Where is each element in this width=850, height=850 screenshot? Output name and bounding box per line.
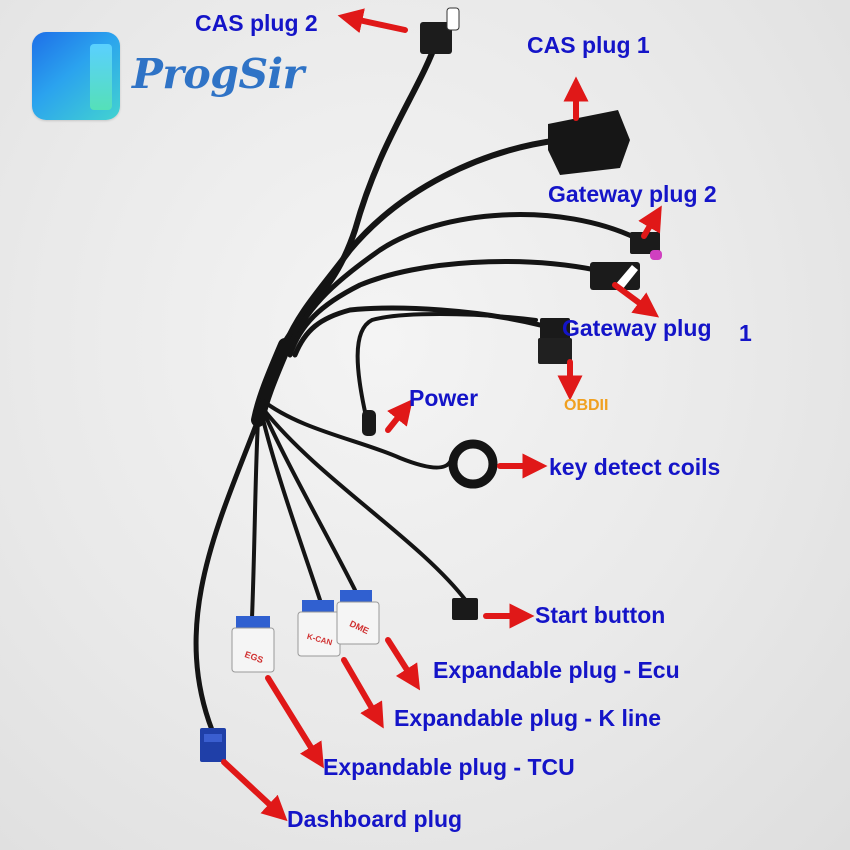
- label-key-detect-coils: key detect coils: [549, 454, 721, 480]
- logo-text: ProgSir: [132, 50, 304, 98]
- arrow-gateway-plug-1: [612, 282, 660, 318]
- label-gateway-plug-2: Gateway plug 2: [548, 181, 717, 207]
- label-expandable-tcu: Expandable plug - TCU: [323, 754, 575, 780]
- label-dashboard-plug: Dashboard plug: [287, 806, 463, 832]
- label-obdii: OBDII: [564, 397, 609, 414]
- label-start-button: Start button: [535, 602, 666, 628]
- arrow-expandable-ecu: [385, 637, 421, 691]
- label-expandable-kline: Expandable plug - K line: [394, 705, 662, 731]
- arrow-cas-plug-2: [337, 8, 408, 34]
- cas-plug-1-connector: [548, 110, 630, 175]
- key-detect-coil: [448, 439, 498, 489]
- start-button-connector: [452, 598, 478, 620]
- arrow-dashboard: [221, 759, 288, 822]
- power-connector: [362, 410, 376, 436]
- gateway-plug-1-connector: [590, 262, 640, 290]
- arrow-expandable-kline: [341, 657, 384, 729]
- harness-cables: [193, 37, 643, 733]
- label-cas-plug-1: CAS plug 1: [527, 32, 650, 58]
- label-cas-plug-2: CAS plug 2: [195, 10, 318, 36]
- expandable-plug-ecu-connector: [336, 590, 380, 645]
- gateway-plug-2-connector: [630, 232, 662, 260]
- dashboard-plug-connector: [200, 728, 226, 762]
- expandable-plug-tcu-connector: [231, 616, 275, 673]
- arrow-power: [385, 399, 413, 433]
- label-gateway-plug-1: Gateway plug: [562, 315, 712, 341]
- label-power: Power: [409, 385, 479, 411]
- arrow-expandable-tcu: [265, 675, 324, 769]
- progsir-logo-icon: [32, 32, 120, 120]
- annotation-arrows: [221, 8, 662, 822]
- progsir-logo: ProgSir: [30, 30, 330, 120]
- label-gateway-plug-1-number: 1: [739, 320, 752, 346]
- cas-plug-2-connector: [420, 7, 460, 54]
- expandable-plug-kline-connector: [297, 600, 341, 657]
- arrow-gateway-plug-2: [638, 205, 662, 239]
- label-expandable-ecu: Expandable plug - Ecu: [433, 657, 680, 683]
- obdii-connector: [538, 318, 572, 364]
